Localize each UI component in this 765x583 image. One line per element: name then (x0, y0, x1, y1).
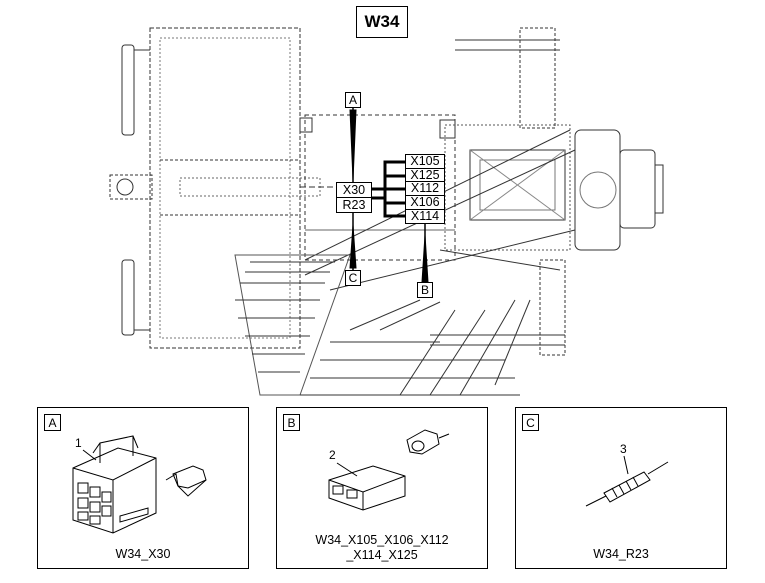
detail-panel-c: C 3 W34_R23 (515, 407, 727, 569)
detail-panel-a: A 1 W34_X30 (37, 407, 249, 569)
connector-label-x114: X114 (405, 209, 445, 224)
connector-housing-multi-illustration (328, 429, 450, 511)
panel-tag-b: B (283, 414, 300, 431)
panel-caption-a: W34_X30 (115, 547, 171, 561)
detail-panel-b: B 2 W34_X105_X106_X112 _X114_X125 (276, 407, 488, 569)
callout-number-2: 2 (329, 448, 336, 462)
connector-housing-x30-illustration (72, 435, 207, 534)
connector-label-x112: X112 (405, 181, 445, 196)
connector-label-x30: X30 (336, 182, 372, 198)
panel-tag-a: A (44, 414, 61, 431)
panel-caption-c: W34_R23 (593, 547, 649, 561)
resistor-r23-illustration (585, 455, 669, 507)
panel-tag-c: C (522, 414, 539, 431)
callout-number-3: 3 (620, 442, 627, 456)
callout-number-1: 1 (75, 436, 82, 450)
connector-label-x125: X125 (405, 168, 445, 183)
diagram-title: W34 (356, 6, 408, 38)
connector-label-x105: X105 (405, 154, 445, 169)
connector-label-x106: X106 (405, 195, 445, 210)
panel-caption-b-line1: W34_X105_X106_X112 (315, 533, 449, 547)
connector-label-r23: R23 (336, 197, 372, 213)
view-tag-a: A (345, 92, 361, 108)
view-tag-c: C (345, 270, 361, 286)
view-tag-b: B (417, 282, 433, 298)
panel-caption-b-line2: _X114_X125 (346, 548, 418, 562)
